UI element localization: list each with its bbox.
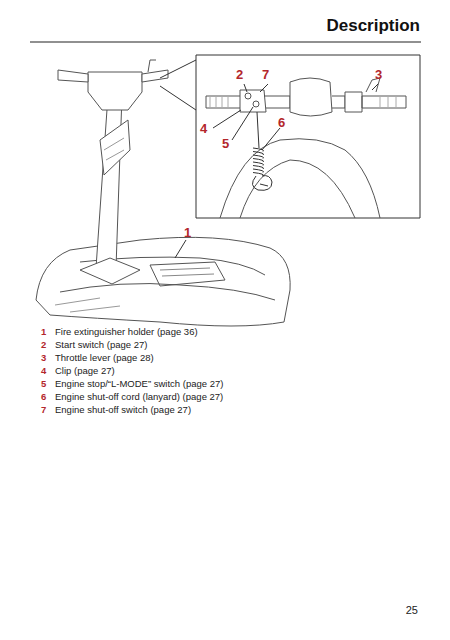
coil-stroke [253,173,264,177]
list-text: Fire extinguisher holder (page 36) [55,326,198,337]
callout-number: 7 [262,67,269,82]
coil-stroke [253,159,264,163]
list-number: 2 [41,339,46,350]
coil-stroke [253,152,264,156]
callout-number: 1 [184,225,191,240]
list-text: Engine shut-off cord (lanyard) (page 27) [55,391,223,402]
list-text: Engine stop/“L-MODE” switch (page 27) [55,378,223,389]
callout-number: 4 [200,121,207,136]
list-number: 4 [41,365,46,376]
coil-stroke [253,166,264,170]
list-text: Engine shut-off switch (page 27) [55,404,191,415]
page-number: 25 [406,604,418,616]
callout-number: 2 [236,67,243,82]
callout-number: 5 [222,136,229,151]
callout-number: 3 [375,67,382,82]
list-number: 7 [41,404,46,415]
page-heading: Description [326,16,420,36]
coil-stroke [253,169,264,173]
list-number: 6 [41,391,46,402]
list-number: 1 [41,326,46,337]
coil-stroke [253,155,264,159]
coil-stroke [253,162,264,166]
list-text: Throttle lever (page 28) [55,352,154,363]
list-text: Clip (page 27) [55,365,115,376]
callout-number: 6 [278,115,285,130]
list-number: 3 [41,352,46,363]
list-number: 5 [41,378,46,389]
list-text: Start switch (page 27) [55,339,147,350]
